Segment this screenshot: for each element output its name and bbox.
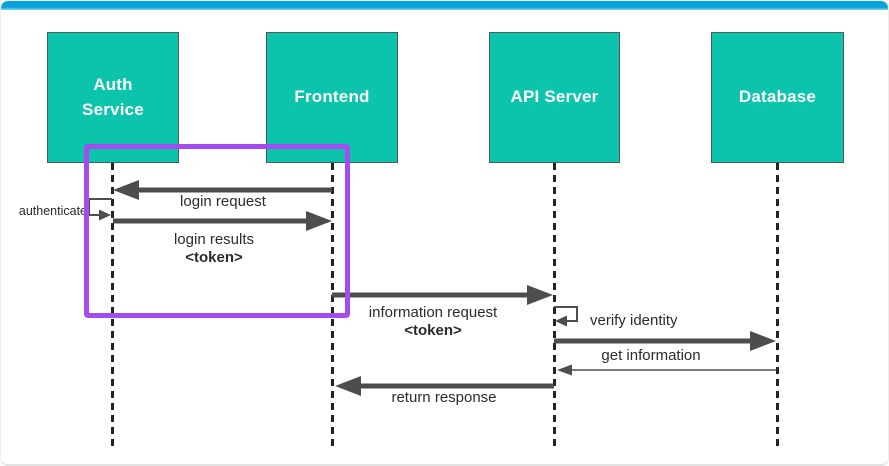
actor-box-api-server: API Server bbox=[489, 32, 620, 163]
actor-label-api-server: API Server bbox=[510, 87, 599, 107]
information-request-token: <token> bbox=[404, 322, 462, 339]
lifeline-frontend bbox=[331, 163, 334, 449]
actor-label-frontend: Frontend bbox=[294, 87, 370, 107]
actor-box-frontend: Frontend bbox=[266, 32, 398, 163]
information-request-label: information request <token> bbox=[369, 304, 497, 340]
lifeline-database bbox=[776, 163, 779, 449]
actor-label-auth-service: Auth Service bbox=[82, 74, 144, 119]
authenticate-label: authenticate bbox=[18, 204, 87, 218]
verify-identity-label: verify identity bbox=[590, 312, 678, 329]
actor-box-auth-service: Auth Service bbox=[47, 32, 179, 163]
get-information-label: get information bbox=[601, 347, 701, 364]
lifeline-auth-service bbox=[111, 163, 114, 449]
login-results-text: login results bbox=[173, 231, 255, 248]
lifeline-api-server bbox=[553, 163, 556, 449]
verify-identity-self-loop-arrow bbox=[554, 306, 578, 327]
information-request-text: information request bbox=[368, 304, 498, 321]
window-top-bar bbox=[1, 1, 888, 10]
highlight-box bbox=[84, 144, 350, 318]
login-results-label: login results <token> bbox=[174, 231, 254, 267]
actor-box-database: Database bbox=[711, 32, 844, 163]
information-request-arrow bbox=[332, 285, 553, 305]
login-request-label: login request bbox=[180, 193, 266, 210]
login-results-token: <token> bbox=[185, 249, 243, 266]
actor-label-database: Database bbox=[738, 87, 817, 107]
database-return-arrow bbox=[557, 364, 776, 376]
return-response-label: return response bbox=[391, 389, 497, 406]
